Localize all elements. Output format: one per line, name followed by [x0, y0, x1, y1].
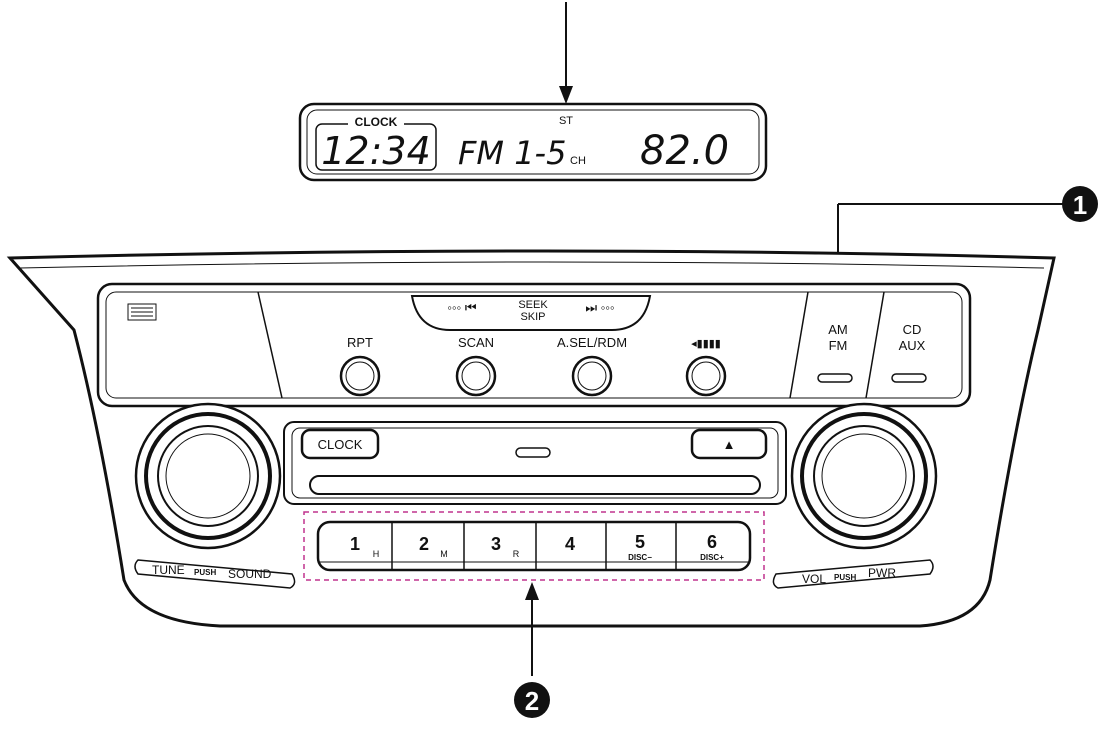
preset-button-4[interactable]: 4 — [565, 534, 575, 554]
tune-sound-label: TUNE PUSH SOUND — [134, 559, 296, 589]
eject-button[interactable]: ▲ — [690, 428, 768, 460]
preset-button-3[interactable]: 3 R — [491, 534, 520, 559]
pwr-text: PWR — [868, 566, 896, 580]
preset-6-sub: DISC+ — [700, 553, 724, 562]
cd-indicator — [515, 447, 551, 458]
disc-logo — [127, 303, 157, 321]
asel-label: A.SEL/RDM — [557, 335, 627, 350]
eject-icon: ▲ — [723, 437, 736, 452]
cd-slot-panel — [283, 421, 787, 505]
cd-aux-button[interactable]: CD AUX — [891, 322, 927, 383]
band-readout: FM 1-5 — [458, 134, 566, 172]
stereo-indicator: ST — [559, 115, 573, 127]
preset-2-number: 2 — [419, 534, 429, 554]
upper-panel — [96, 282, 972, 408]
tune-sound-knob[interactable] — [134, 402, 282, 550]
clock-button-label: CLOCK — [318, 437, 363, 452]
rpt-button[interactable]: RPT — [339, 335, 381, 397]
am-label: AM — [828, 322, 848, 337]
vol-push-text: PUSH — [834, 573, 856, 582]
callout-2-number: 2 — [525, 686, 539, 716]
fm-label: FM — [829, 338, 848, 353]
scan-button[interactable]: SCAN — [455, 335, 497, 397]
audio-button[interactable]: ◂▮▮▮▮ — [685, 338, 727, 397]
clock-time: 12:34 — [321, 129, 431, 173]
cd-slot — [309, 475, 761, 495]
tune-push-text: PUSH — [194, 568, 216, 577]
frequency-readout: 82.0 — [640, 128, 729, 174]
seek-label: SEEK — [518, 299, 548, 311]
tune-text: TUNE — [152, 563, 185, 577]
preset-6-number: 6 — [707, 532, 717, 552]
preset-5-sub: DISC− — [628, 553, 652, 562]
vol-pwr-knob[interactable] — [790, 402, 938, 550]
preset-button-1[interactable]: 1 H — [350, 534, 379, 559]
lcd-display: CLOCK ST 12:34 FM 1-5 CH 82.0 — [298, 102, 768, 182]
callout-1-number: 1 — [1073, 190, 1087, 220]
scan-label: SCAN — [458, 335, 494, 350]
seek-prev-icon[interactable]: ◦◦◦ ⏮ — [447, 300, 476, 315]
preset-button-2[interactable]: 2 M — [419, 534, 448, 559]
preset-button-6[interactable]: 6 DISC+ — [700, 532, 724, 562]
asel-rdm-button[interactable]: A.SEL/RDM — [557, 335, 627, 397]
seek-skip-rocker[interactable]: ◦◦◦ ⏮ SEEK SKIP ⏭ ◦◦◦ — [410, 295, 652, 331]
clock-button[interactable]: CLOCK — [300, 428, 380, 460]
preset-5-number: 5 — [635, 532, 645, 552]
vol-pwr-label: VOL PUSH PWR — [772, 559, 934, 589]
cd-label: CD — [903, 322, 922, 337]
preset-group — [303, 511, 765, 581]
preset-3-sub: R — [513, 549, 520, 559]
vol-text: VOL — [802, 572, 826, 586]
seek-next-icon[interactable]: ⏭ ◦◦◦ — [585, 300, 614, 315]
top-arrow — [559, 2, 573, 104]
preset-1-sub: H — [373, 549, 380, 559]
am-fm-button[interactable]: AM FM — [817, 322, 853, 383]
preset-1-number: 1 — [350, 534, 360, 554]
skip-label: SKIP — [520, 311, 545, 323]
preset-3-number: 3 — [491, 534, 501, 554]
sound-text: SOUND — [228, 567, 272, 581]
ch-unit: CH — [570, 155, 586, 167]
aux-label: AUX — [899, 338, 926, 353]
preset-4-number: 4 — [565, 534, 575, 554]
preset-2-sub: M — [440, 549, 448, 559]
preset-button-5[interactable]: 5 DISC− — [628, 532, 652, 562]
rpt-label: RPT — [347, 335, 373, 350]
preset-highlight — [303, 511, 765, 581]
audio-level-icon: ◂▮▮▮▮ — [691, 338, 721, 350]
clock-label: CLOCK — [355, 115, 398, 129]
callout-2: 2 — [514, 582, 550, 718]
